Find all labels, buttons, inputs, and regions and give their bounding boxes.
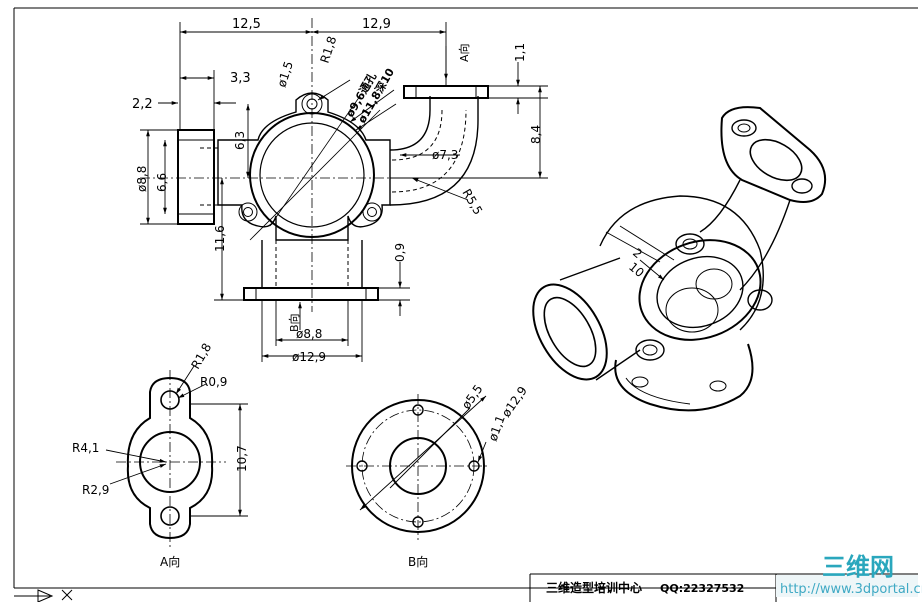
view-a: [105, 365, 248, 548]
view-a-r2-9: R2,9: [82, 483, 109, 497]
view-b-d1-1: ø1,1: [486, 413, 508, 443]
dim-width-right: 12,9: [362, 17, 391, 32]
dim-6-6: 6,6: [155, 173, 169, 192]
dim-top-hole-dia: ø1,5: [275, 59, 296, 88]
front-view-labels: 12,5 12,9 ø1,5 R1,8 A向 1,1 3,3 2,2 ø9,6通…: [132, 17, 543, 364]
dim-2-2: 2,2: [132, 97, 153, 112]
dim-top-radius: R1,8: [318, 35, 340, 65]
view-b-d5-5: ø5,5: [459, 382, 486, 412]
dim-d7-3: ø7,3: [432, 148, 458, 162]
view-b-caption: B向: [408, 554, 428, 569]
view-a-r0-9: R0,9: [200, 375, 227, 389]
front-view: [140, 18, 548, 362]
dim-top-gap: 1,1: [513, 43, 527, 62]
dim-0-9: 0,9: [393, 243, 407, 262]
view-b-arrow-label: B向: [287, 313, 301, 332]
view-a-height: 10,7: [235, 445, 249, 472]
dim-3-3: 3,3: [230, 71, 251, 86]
dim-bottom-d8-8: ø8,8: [296, 327, 322, 341]
title-qq: QQ:22327532: [660, 582, 744, 595]
view-b-labels: ø5,5 ø12,9 ø1,1 B向: [408, 382, 530, 569]
dim-11-6: 11,6: [213, 225, 227, 252]
title-center: 三维造型培训中心: [546, 580, 642, 595]
iso-dim-2: 2: [630, 246, 645, 262]
view-a-arrow-label: A向: [457, 43, 471, 62]
dim-left-d8-8: ø8,8: [135, 166, 149, 192]
view-b-d12-9: ø12,9: [499, 384, 530, 420]
watermark-logo: 三维网: [822, 553, 894, 581]
view-a-labels: R1,8 R0,9 R4,1 R2,9 10,7 A向: [72, 341, 249, 569]
title-block: 三维造型培训中心 QQ:22327532: [529, 573, 918, 602]
dim-8-4: 8,4: [529, 125, 543, 144]
view-a-r1-8: R1,8: [188, 341, 214, 372]
dim-r5-5: R5,5: [459, 187, 485, 218]
watermark-url: http://www.3dportal.cn: [780, 582, 922, 597]
ucs-icon: [14, 589, 73, 602]
view-b: [346, 394, 490, 540]
view-a-r4-1: R4,1: [72, 441, 99, 455]
site-watermark: 三维网 http://www.3dportal.cn: [776, 553, 922, 597]
view-a-caption: A向: [160, 554, 180, 569]
sheet-border: [13, 7, 918, 589]
dim-bottom-d12-9: ø12,9: [292, 350, 326, 364]
dim-width-left: 12,5: [232, 17, 261, 32]
dim-6-3: 6,3: [233, 131, 247, 150]
isometric-view: [532, 106, 826, 412]
